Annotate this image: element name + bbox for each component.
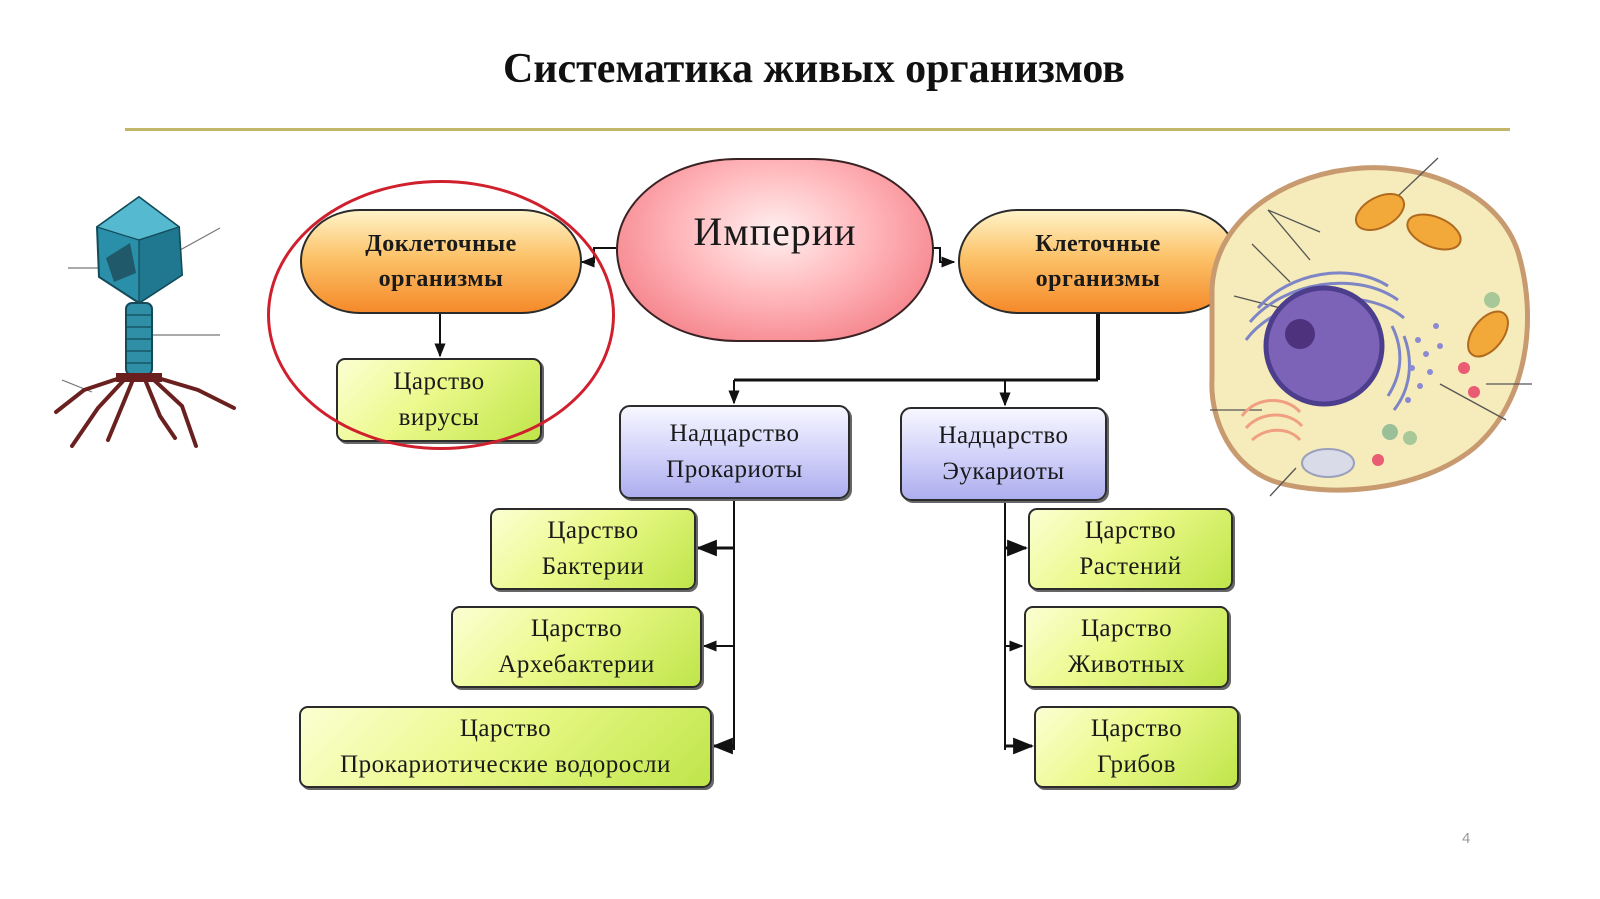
node-fungi-line1: Царство: [1090, 715, 1183, 742]
connector-root-to-cellular: [932, 247, 956, 268]
root-node-empires: Империи: [616, 158, 934, 342]
node-prokaryotic-algae-line1: Царство: [459, 715, 552, 742]
page-number: 4: [1462, 830, 1471, 847]
node-bacteria-line1: Царство: [547, 517, 639, 544]
node-superkingdom-eukaryotes: Надцарство Эукариоты: [900, 407, 1107, 501]
node-eukaryotes-line1: Надцарство: [938, 422, 1069, 449]
node-cellular-line1: Клеточные: [1035, 230, 1161, 257]
node-cellular-organisms: Клеточные организмы: [958, 209, 1238, 314]
node-cellular-line2: организмы: [1035, 265, 1161, 292]
node-bacteria-line2: Бактерии: [541, 553, 645, 580]
node-kingdom-plants: Царство Растений: [1028, 508, 1233, 590]
highlight-ring: [267, 180, 615, 450]
node-kingdom-bacteria: Царство Бактерии: [490, 508, 696, 590]
node-kingdom-fungi: Царство Грибов: [1034, 706, 1239, 788]
node-plants-line1: Царство: [1084, 517, 1177, 544]
node-animals-line2: Животных: [1067, 651, 1186, 678]
title-divider: [125, 128, 1510, 131]
node-animals-line1: Царство: [1080, 615, 1173, 642]
node-kingdom-animals: Царство Животных: [1024, 606, 1229, 688]
node-prokaryotes-line1: Надцарство: [669, 420, 800, 447]
node-kingdom-prokaryotic-algae: Царство Прокариотические водоросли: [299, 706, 712, 788]
node-eukaryotes-line2: Эукариоты: [942, 458, 1065, 485]
node-plants-line2: Растений: [1079, 553, 1182, 580]
node-superkingdom-prokaryotes: Надцарство Прокариоты: [619, 405, 850, 499]
node-kingdom-archaebacteria: Царство Архебактерии: [451, 606, 702, 688]
root-node-label: Империи: [693, 209, 857, 254]
node-fungi-line2: Грибов: [1097, 751, 1176, 778]
node-prokaryotic-algae-line2: Прокариотические водоросли: [340, 751, 671, 778]
slide-title: Систематика живых организмов: [502, 46, 1125, 92]
node-prokaryotes-line2: Прокариоты: [666, 456, 803, 483]
node-archaebacteria-line1: Царство: [530, 615, 623, 642]
node-archaebacteria-line2: Архебактерии: [498, 651, 655, 678]
